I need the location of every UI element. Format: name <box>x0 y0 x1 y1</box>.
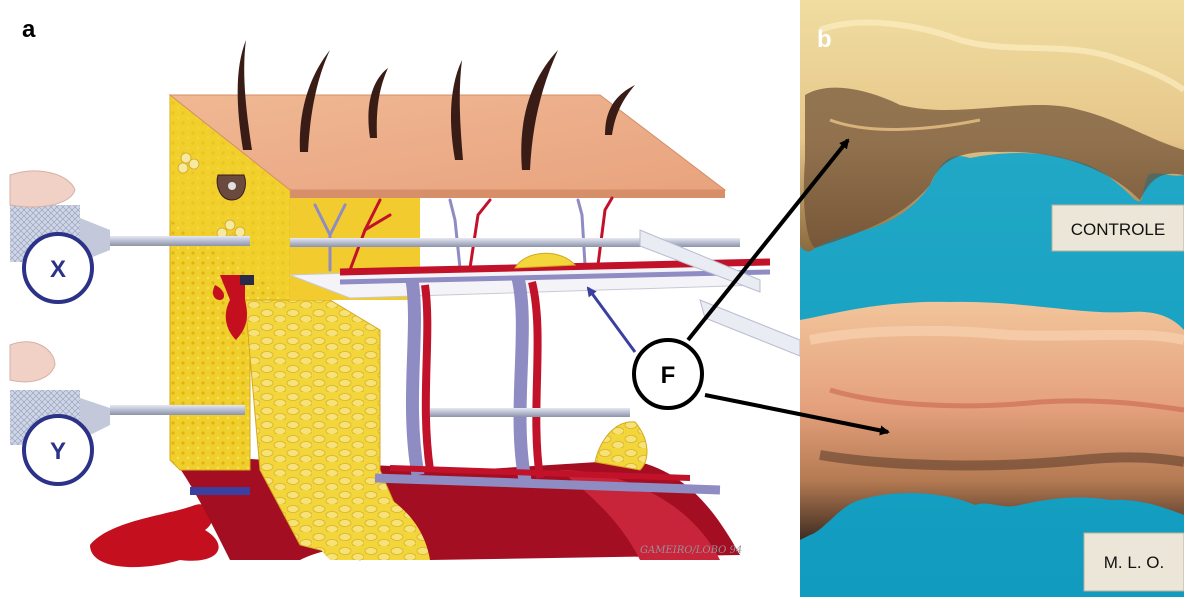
panel-b-letter: b <box>817 26 832 53</box>
marker-x-label: X <box>50 256 66 283</box>
marker-y-label: Y <box>50 438 66 465</box>
label-mlo-text: M. L. O. <box>1104 553 1164 572</box>
label-control: CONTROLE <box>1052 205 1184 251</box>
panel-b-photo: CONTROLE M. L. O. b <box>800 0 1184 597</box>
marker-f-label: F <box>661 362 676 389</box>
panel-a-illustration: X Y GAMEIRO/LOBO 94 a <box>0 0 800 597</box>
marker-f: F <box>634 340 702 408</box>
artist-signature: GAMEIRO/LOBO 94 <box>640 545 742 556</box>
marker-x: X <box>24 234 92 302</box>
marker-y: Y <box>24 416 92 484</box>
panel-a-letter: a <box>22 16 36 43</box>
label-control-text: CONTROLE <box>1071 220 1165 239</box>
label-mlo: M. L. O. <box>1084 533 1184 591</box>
